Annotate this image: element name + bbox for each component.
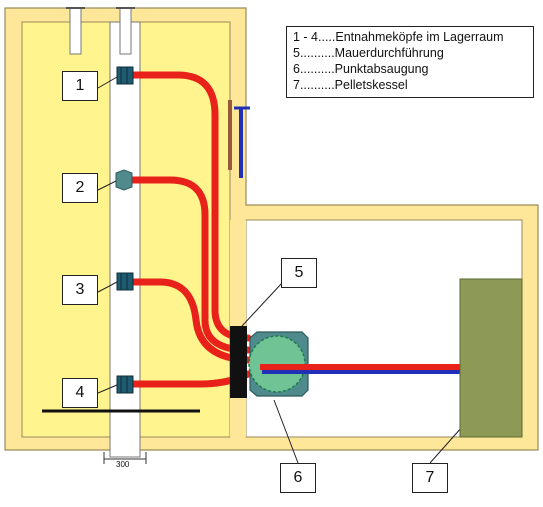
dimension-label: 300	[116, 460, 130, 469]
label-5: 5	[281, 258, 317, 288]
label-2: 2	[62, 173, 98, 203]
fitting-top-left	[69, 7, 82, 55]
legend-line-3: 6..........Punktabsaugung	[293, 62, 429, 76]
pellet-boiler	[459, 278, 523, 438]
pipe-to-boiler-blue	[262, 370, 460, 374]
hose-2	[129, 176, 252, 354]
hose-1	[129, 71, 252, 342]
coupling-3	[116, 272, 134, 291]
label-3: 3	[62, 275, 98, 305]
legend-line-4: 7..........Pelletskessel	[293, 78, 408, 92]
hose-3	[129, 278, 252, 364]
return-line-blue	[239, 108, 243, 178]
coupling-1	[116, 66, 134, 85]
legend: 1 - 4.....Entnahmeköpfe im Lagerraum 5..…	[286, 26, 534, 98]
coupling-2	[115, 169, 133, 191]
legend-line-2: 5..........Mauerdurchführung	[293, 46, 444, 60]
wall-sleeve	[230, 326, 247, 398]
label-6: 6	[280, 463, 316, 493]
legend-line-1: 1 - 4.....Entnahmeköpfe im Lagerraum	[293, 30, 504, 44]
label-1: 1	[62, 71, 98, 101]
fitting-top-right	[119, 7, 132, 55]
suction-hoses	[129, 71, 252, 388]
label-7: 7	[412, 463, 448, 493]
label-4: 4	[62, 378, 98, 408]
return-line-brown	[228, 100, 232, 170]
pipe-to-boiler-red	[260, 364, 460, 370]
coupling-4	[116, 375, 134, 394]
